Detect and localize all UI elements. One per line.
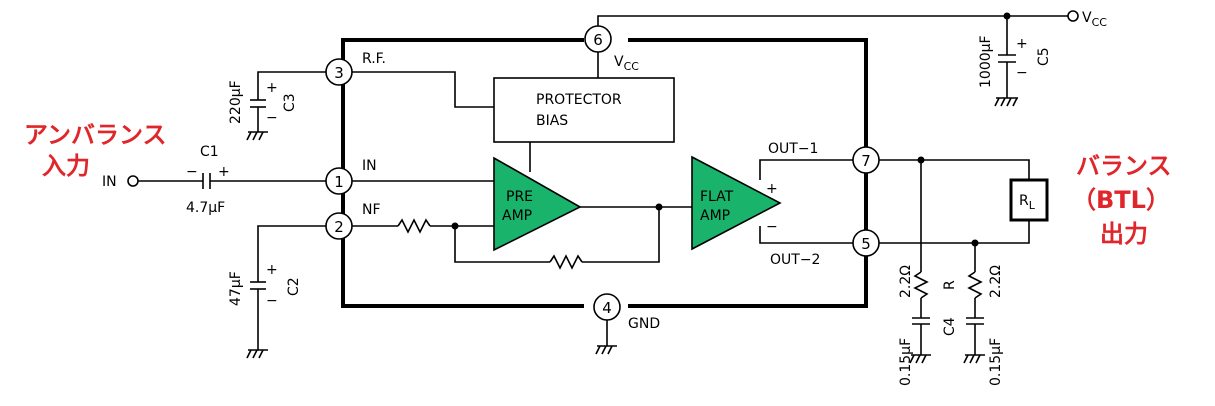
c4-name: C4 — [942, 317, 958, 336]
zobel2-resistor — [967, 271, 983, 299]
c5-name: C5 — [1036, 47, 1052, 66]
pin-2-number: 2 — [334, 218, 344, 236]
c2-plus: + — [266, 262, 278, 278]
c3-value: 220μF — [228, 80, 244, 124]
pre-amp — [493, 156, 582, 252]
pin-4-number: 4 — [602, 299, 612, 317]
zobel2-c-value: 0.15μF — [988, 338, 1004, 386]
zobel2-r-value: 2.2Ω — [988, 265, 1004, 298]
c1-value: 4.7μF — [186, 200, 225, 216]
ground-symbol-gnd — [595, 345, 617, 355]
flat-amp-plus: + — [766, 181, 778, 197]
vcc-terminal-label: VCC — [1082, 10, 1107, 29]
feedback-wire-a — [454, 226, 550, 263]
flat-amp-minus: − — [766, 219, 778, 235]
load-resistor-rl — [1009, 178, 1049, 222]
vcc-terminal — [1067, 10, 1079, 22]
bias-label: BIAS — [536, 113, 568, 129]
r-name: R — [942, 280, 958, 290]
nf-resistor — [397, 218, 431, 234]
pre-label: PRE — [506, 189, 533, 205]
c1-plus: + — [218, 164, 230, 180]
c2-value: 47μF — [228, 271, 244, 306]
c2-wire — [257, 225, 326, 282]
in-terminal — [127, 175, 139, 187]
rl-label: RL — [1019, 193, 1036, 212]
zobel1-r-value: 2.2Ω — [898, 265, 914, 298]
gnd-label: GND — [628, 316, 660, 332]
vcc-line — [597, 15, 1068, 26]
in-pin-label: IN — [362, 158, 377, 174]
pin-7-number: 7 — [861, 152, 871, 170]
c1-minus: − — [186, 164, 198, 180]
c1-name: C1 — [200, 144, 219, 160]
ic-outline-left — [341, 38, 584, 308]
pre-amp-label: AMP — [502, 208, 532, 224]
in-terminal-label: IN — [102, 174, 117, 190]
in-side-jp-label2: 入力 — [42, 152, 90, 180]
c5-minus: − — [1016, 65, 1028, 81]
pin-3-number: 3 — [334, 64, 344, 82]
c3-minus: − — [266, 110, 278, 126]
ground-symbol-c5 — [994, 97, 1018, 107]
flat-amp — [691, 155, 782, 251]
rf-wire — [352, 71, 494, 108]
protector-bias-block — [493, 77, 675, 143]
ground-symbol-zobel2 — [963, 354, 985, 364]
c5-value: 1000μF — [978, 35, 994, 88]
protector-label: PROTECTOR — [536, 92, 622, 108]
out-side-jp-label: バランス — [1076, 152, 1172, 180]
feedback-resistor — [549, 254, 583, 270]
out-side-jp-label3: 出力 — [1100, 220, 1148, 248]
c3-plus: + — [266, 80, 278, 96]
nf-label: NF — [362, 202, 381, 218]
pin-6-number: 6 — [593, 31, 603, 49]
flat-amp-label: AMP — [700, 208, 730, 224]
feedback-wire-b — [582, 207, 660, 263]
flat-label: FLAT — [700, 189, 734, 205]
out1-wire — [759, 159, 853, 180]
ground-symbol-zobel1 — [909, 354, 931, 364]
c2-minus: − — [266, 293, 278, 309]
in-side-jp-label: アンバランス — [24, 121, 167, 149]
c3-name: C3 — [282, 93, 298, 112]
zobel1-resistor — [913, 271, 929, 299]
ground-symbol-c3 — [246, 131, 268, 141]
ground-symbol-c2 — [246, 349, 268, 359]
pin-5-number: 5 — [861, 235, 871, 253]
pin-1-number: 1 — [334, 173, 344, 191]
out1-label: OUT−1 — [768, 141, 818, 157]
pin-6 — [584, 25, 612, 53]
out2-load-wire — [879, 220, 1030, 244]
out-side-jp-label2: （BTL） — [1072, 186, 1170, 214]
out2-label: OUT−2 — [770, 252, 820, 268]
out1-load-wire — [879, 159, 1030, 180]
junction-dot — [655, 203, 663, 211]
zobel1-c-value: 0.15μF — [898, 338, 914, 386]
rf-label: R.F. — [362, 51, 386, 67]
c5-plus: + — [1016, 36, 1028, 52]
c2-name: C2 — [286, 277, 302, 296]
out2-wire — [759, 226, 853, 244]
c3-wire — [257, 71, 326, 100]
vcc-pin-label: VCC — [614, 54, 639, 73]
ic-outline-right — [628, 38, 868, 308]
